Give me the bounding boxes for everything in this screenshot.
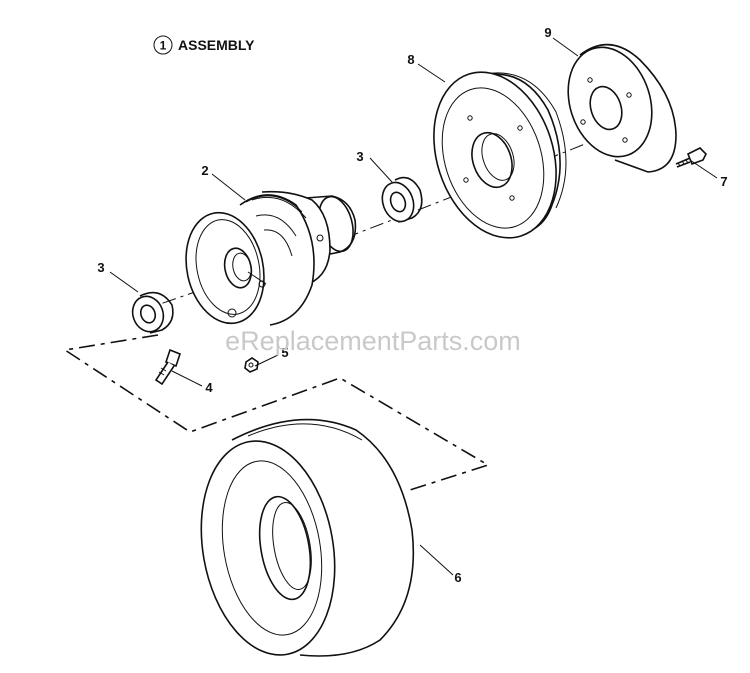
flange-bearing-icon	[131, 291, 174, 334]
callout-2: 2	[201, 163, 208, 178]
callout-3-lower: 3	[97, 260, 104, 275]
callout-5: 5	[281, 345, 288, 360]
wheel-hub-rim-icon	[185, 190, 357, 326]
drum-cover-icon	[567, 43, 677, 173]
assembly-title: 1 ASSEMBLY	[153, 35, 255, 55]
title-number: 1	[160, 39, 167, 53]
brake-drum-icon	[433, 71, 567, 239]
callout-8: 8	[407, 52, 414, 67]
tire-icon	[200, 418, 415, 657]
callout-9: 9	[544, 25, 551, 40]
callouts: 2 3 3 4 5 6 7 8 9	[97, 25, 727, 585]
circled-number-icon	[153, 35, 173, 55]
lug-nut-icon	[244, 357, 259, 373]
callout-6: 6	[454, 570, 461, 585]
leader-lines	[109, 37, 718, 576]
callout-4: 4	[205, 380, 213, 395]
valve-stem-icon	[154, 348, 181, 386]
callout-7: 7	[720, 174, 727, 189]
assembly-dashed-lines	[62, 334, 490, 491]
title-text: ASSEMBLY	[178, 37, 255, 53]
bolt-icon	[675, 147, 707, 168]
watermark: eReplacementParts.com	[225, 326, 521, 356]
flange-bearing-icon	[381, 176, 423, 223]
callout-3-upper: 3	[356, 149, 363, 164]
